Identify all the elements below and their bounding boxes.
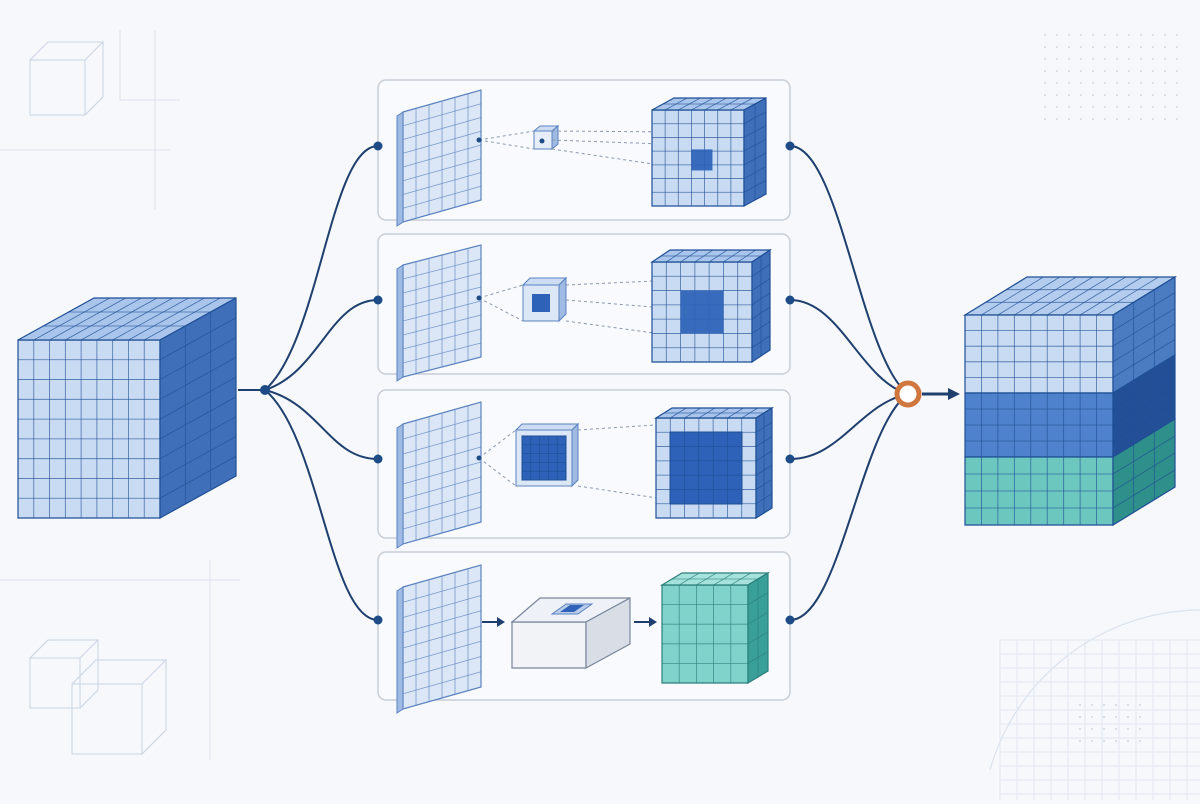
branch-out-node-4 [785,615,795,625]
branch4-arrow-2-head [649,617,657,627]
branch-in-line-1 [264,145,379,391]
branch3-feature-map [396,401,482,549]
branch4-output [659,571,771,685]
branch-in-node-2 [373,295,383,305]
output-tensor [962,275,1178,527]
branch-in-line-4 [264,389,379,621]
branch-in-node-3 [373,454,383,464]
input-tensor [17,296,237,520]
branch1-feature-map [396,89,482,227]
branch-out-line-4 [789,393,909,621]
output-segment-3 [964,417,1176,527]
branch4-feature-map [396,564,482,714]
concat-operator-icon [894,380,922,408]
branch2-kernel [476,276,691,337]
split-node [260,385,270,395]
branch-out-line-2 [789,299,909,395]
branch-out-node-1 [785,141,795,151]
branch2-output [650,248,772,364]
concat-arrow-head [948,388,960,400]
branch-out-node-3 [785,454,795,464]
branch-in-node-1 [373,141,383,151]
branch-in-line-2 [264,299,379,391]
branch2-feature-map [396,244,482,382]
branch-in-line-3 [264,389,379,460]
output-segment-2 [964,353,1176,459]
branch4-arrow-1-head [497,617,505,627]
branch4-pool-block [510,596,631,670]
branch3-output [653,406,775,520]
branch-out-line-1 [789,145,909,395]
branch3-kernel [476,422,671,501]
branch-in-node-4 [373,615,383,625]
branch1-output [651,96,767,208]
background-decor [0,30,1200,800]
branch-out-line-3 [789,393,909,460]
branch-out-node-2 [785,295,795,305]
connectors [238,141,909,625]
